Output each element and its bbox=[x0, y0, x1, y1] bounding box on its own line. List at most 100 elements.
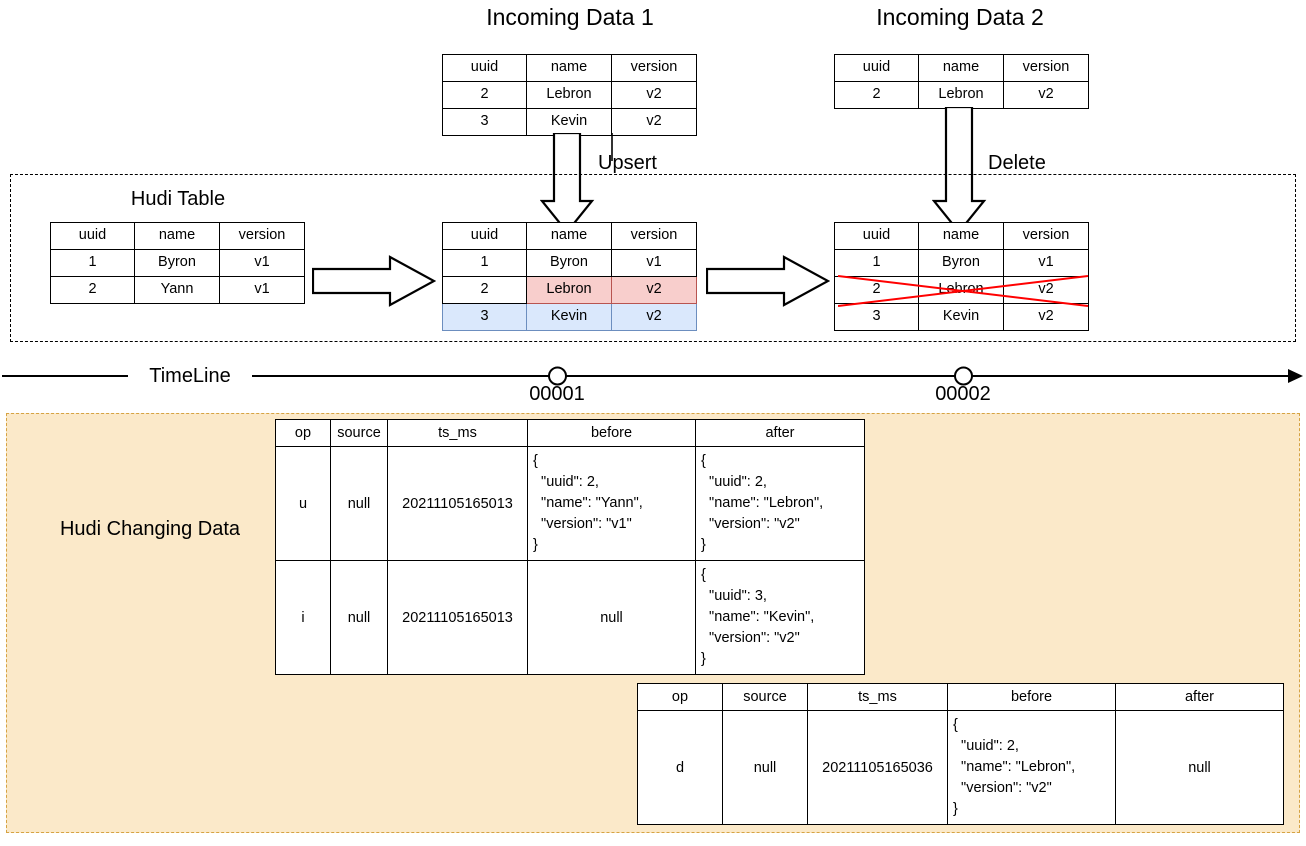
cell-after: null bbox=[1115, 709, 1284, 826]
hudi-table-initial: uuid name version 1 Byron v1 2 Yann v1 bbox=[50, 222, 305, 304]
cdc-table-00002: op source ts_ms before after d null 2021… bbox=[637, 683, 1284, 826]
col-version: version bbox=[611, 222, 697, 250]
cell-after: { "uuid": 3, "name": "Kevin", "version":… bbox=[695, 560, 865, 676]
col-after: after bbox=[695, 419, 865, 447]
cell-uuid: 2 bbox=[442, 81, 527, 109]
cdc-row: u null 20211105165013 { "uuid": 2, "name… bbox=[275, 445, 865, 562]
cell-version: v2 bbox=[611, 81, 697, 109]
col-name: name bbox=[134, 222, 220, 250]
col-name: name bbox=[918, 54, 1004, 82]
cell-uuid: 1 bbox=[442, 249, 527, 277]
table-row-deleted: 2 Lebron v2 bbox=[834, 276, 1089, 304]
col-uuid: uuid bbox=[834, 54, 919, 82]
timeline-marker-00001-icon bbox=[548, 366, 567, 386]
incoming-data-2-title: Incoming Data 2 bbox=[876, 4, 1044, 30]
table-header-row: uuid name version bbox=[834, 222, 1089, 250]
timeline bbox=[2, 366, 1303, 386]
cdc-header-row: op source ts_ms before after bbox=[637, 683, 1284, 711]
delete-label: Delete bbox=[988, 152, 1046, 174]
table-row: 2 Yann v1 bbox=[50, 276, 305, 304]
cell-name: Lebron bbox=[526, 276, 612, 304]
cdc-table-00001-wrap: op source ts_ms before after u null 2021… bbox=[275, 419, 865, 676]
cell-ts-ms: 20211105165013 bbox=[387, 560, 528, 676]
table-header-row: uuid name version bbox=[442, 222, 697, 250]
incoming-data-2-table: uuid name version 2 Lebron v2 bbox=[834, 54, 1089, 109]
table-row-updated: 2 Lebron v2 bbox=[442, 276, 697, 304]
incoming-data-1-title: Incoming Data 1 bbox=[486, 4, 654, 30]
cdc-row: d null 20211105165036 { "uuid": 2, "name… bbox=[637, 709, 1284, 826]
cell-uuid: 2 bbox=[50, 276, 135, 304]
cell-version: v2 bbox=[611, 276, 697, 304]
cell-version: v1 bbox=[1003, 249, 1089, 277]
table-header-row: uuid name version bbox=[834, 54, 1089, 82]
col-name: name bbox=[526, 222, 612, 250]
table-header-row: uuid name version bbox=[442, 54, 697, 82]
cell-name: Lebron bbox=[918, 81, 1004, 109]
cell-op: u bbox=[275, 445, 331, 562]
cell-uuid: 3 bbox=[442, 303, 527, 331]
cell-name: Lebron bbox=[526, 81, 612, 109]
incoming-data-1-table-wrap: uuid name version 2 Lebron v2 3 Kevin v2 bbox=[442, 54, 697, 136]
table-header-row: uuid name version bbox=[50, 222, 305, 250]
cell-uuid: 1 bbox=[50, 249, 135, 277]
col-version: version bbox=[219, 222, 305, 250]
table-row: 2 Lebron v2 bbox=[442, 81, 697, 109]
timeline-marker-00001-label: 00001 bbox=[529, 383, 585, 405]
col-after: after bbox=[1115, 683, 1284, 711]
hudi-table-after-upsert: uuid name version 1 Byron v1 2 Lebron v2… bbox=[442, 222, 697, 331]
cell-name: Kevin bbox=[526, 108, 612, 136]
hudi-table-label: Hudi Table bbox=[130, 188, 226, 210]
table-row: 3 Kevin v2 bbox=[442, 108, 697, 136]
cell-version: v1 bbox=[219, 249, 305, 277]
cell-version: v2 bbox=[611, 303, 697, 331]
cell-before: { "uuid": 2, "name": "Lebron", "version"… bbox=[947, 709, 1116, 826]
upsert-flow-arrow-icon bbox=[312, 255, 436, 307]
cell-name: Byron bbox=[918, 249, 1004, 277]
col-version: version bbox=[611, 54, 697, 82]
col-op: op bbox=[637, 683, 723, 711]
cell-before: null bbox=[527, 560, 696, 676]
cell-name: Kevin bbox=[526, 303, 612, 331]
col-uuid: uuid bbox=[442, 222, 527, 250]
col-version: version bbox=[1003, 54, 1089, 82]
incoming-data-1-table: uuid name version 2 Lebron v2 3 Kevin v2 bbox=[442, 54, 697, 136]
col-ts-ms: ts_ms bbox=[387, 419, 528, 447]
col-uuid: uuid bbox=[442, 54, 527, 82]
col-before: before bbox=[527, 419, 696, 447]
col-name: name bbox=[918, 222, 1004, 250]
cell-ts-ms: 20211105165036 bbox=[807, 709, 948, 826]
cell-after: { "uuid": 2, "name": "Lebron", "version"… bbox=[695, 445, 865, 562]
cell-uuid: 3 bbox=[834, 303, 919, 331]
incoming-data-2-table-wrap: uuid name version 2 Lebron v2 bbox=[834, 54, 1089, 109]
col-version: version bbox=[1003, 222, 1089, 250]
cell-version: v2 bbox=[1003, 81, 1089, 109]
col-op: op bbox=[275, 419, 331, 447]
col-uuid: uuid bbox=[50, 222, 135, 250]
timeline-marker-00002-icon bbox=[954, 366, 973, 386]
cell-before: { "uuid": 2, "name": "Yann", "version": … bbox=[527, 445, 696, 562]
cell-version: v1 bbox=[219, 276, 305, 304]
cell-uuid: 2 bbox=[834, 276, 919, 304]
cdc-table-00002-wrap: op source ts_ms before after d null 2021… bbox=[637, 683, 1284, 826]
cell-ts-ms: 20211105165013 bbox=[387, 445, 528, 562]
col-ts-ms: ts_ms bbox=[807, 683, 948, 711]
cell-source: null bbox=[330, 445, 388, 562]
table-row: 1 Byron v1 bbox=[442, 249, 697, 277]
upsert-label: Upsert bbox=[598, 152, 657, 174]
hudi-changing-data-label: Hudi Changing Data bbox=[59, 518, 241, 540]
cell-op: i bbox=[275, 560, 331, 676]
cell-version: v2 bbox=[611, 108, 697, 136]
hudi-table-after-delete-wrap: uuid name version 1 Byron v1 2 Lebron v2… bbox=[834, 222, 1089, 331]
hudi-table-after-upsert-wrap: uuid name version 1 Byron v1 2 Lebron v2… bbox=[442, 222, 697, 331]
hudi-table-after-delete: uuid name version 1 Byron v1 2 Lebron v2… bbox=[834, 222, 1089, 331]
cdc-header-row: op source ts_ms before after bbox=[275, 419, 865, 447]
delete-connector bbox=[932, 107, 987, 234]
col-before: before bbox=[947, 683, 1116, 711]
cell-name: Byron bbox=[134, 249, 220, 277]
col-source: source bbox=[330, 419, 388, 447]
hudi-table-initial-wrap: uuid name version 1 Byron v1 2 Yann v1 bbox=[50, 222, 305, 304]
col-source: source bbox=[722, 683, 808, 711]
delete-flow-arrow-icon bbox=[706, 255, 830, 307]
cell-name: Kevin bbox=[918, 303, 1004, 331]
cell-name: Lebron bbox=[918, 276, 1004, 304]
